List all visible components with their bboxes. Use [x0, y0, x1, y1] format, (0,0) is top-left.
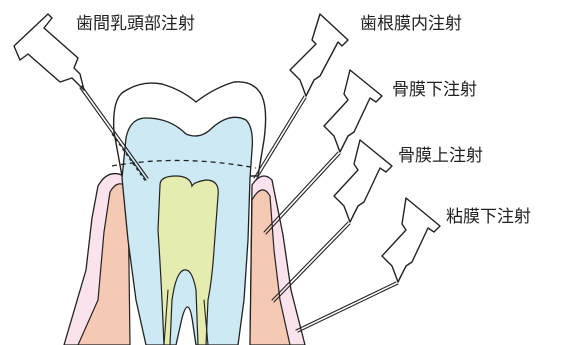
label-submucosal: 粘膜下注射: [446, 207, 531, 227]
label-interdental-papilla: 歯間乳頭部注射: [76, 14, 195, 34]
syringe-periodontal-ligament: [254, 14, 348, 180]
syringe-subperiosteal: [264, 70, 382, 234]
syringe-supraperiosteal: [272, 140, 392, 302]
label-periodontal-ligament: 歯根膜内注射: [360, 14, 462, 34]
syringe-submucosal: [296, 198, 440, 332]
label-supraperiosteal: 骨膜上注射: [398, 146, 483, 166]
label-subperiosteal: 骨膜下注射: [392, 80, 477, 100]
